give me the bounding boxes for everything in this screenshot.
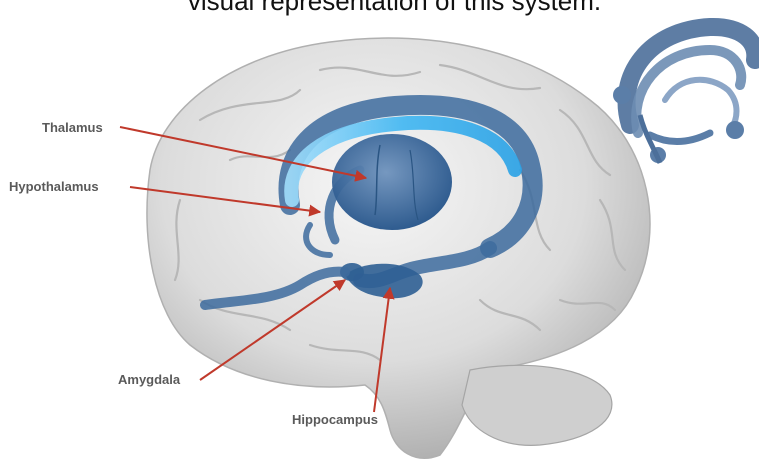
hypothalamus-label: Hypothalamus (9, 179, 99, 194)
thalamus-label: Thalamus (42, 120, 103, 135)
limbic-inset-model (613, 27, 755, 163)
thalamus-shape (332, 134, 452, 230)
hippocampus-label: Hippocampus (292, 412, 378, 427)
amygdala-label: Amygdala (118, 372, 180, 387)
